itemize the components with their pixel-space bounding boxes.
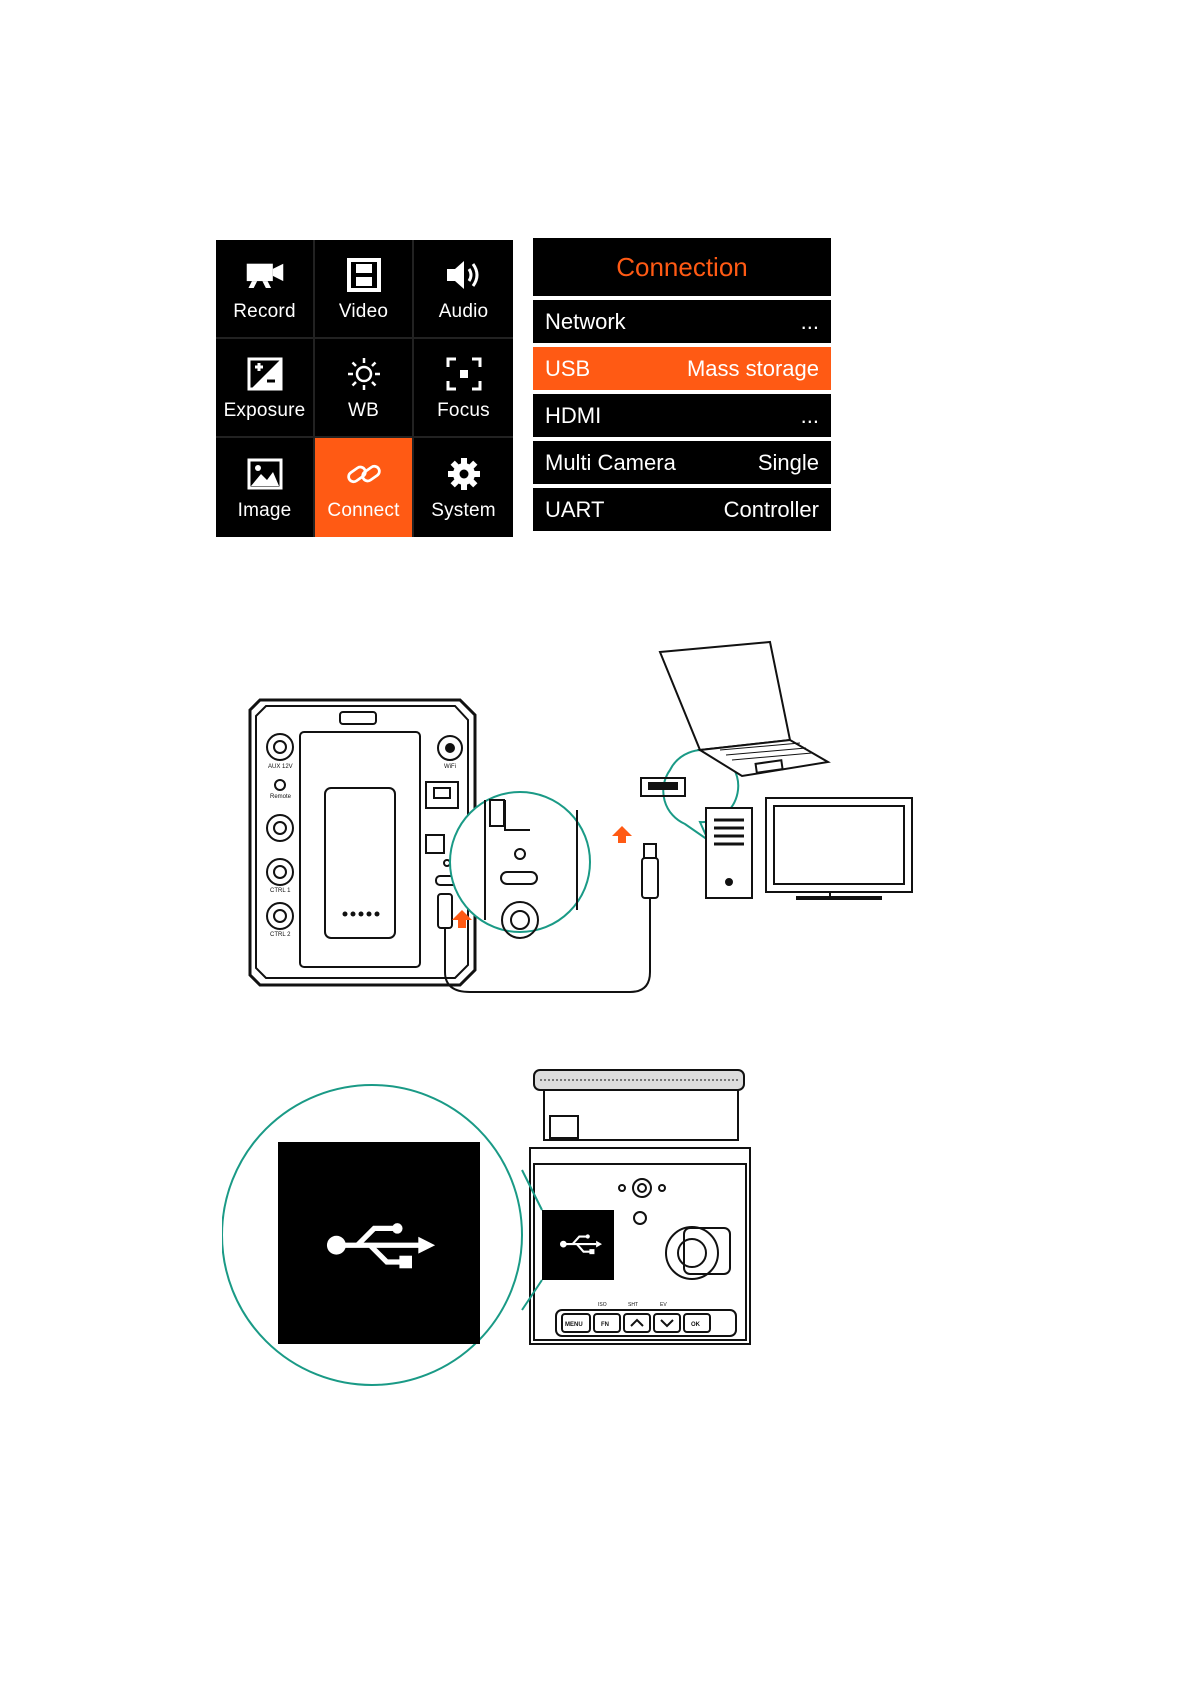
fn-button-label: FN: [601, 1322, 609, 1328]
iso-caption: ISO: [598, 1302, 607, 1308]
sht-caption: SHT: [628, 1302, 638, 1308]
row-value: ...: [801, 403, 819, 429]
exposure-compensation-icon: [245, 354, 285, 394]
menu-item-label: Audio: [439, 301, 489, 323]
menu-item-label: WB: [348, 400, 379, 422]
focus-frame-icon: [444, 354, 484, 394]
row-value: ...: [801, 309, 819, 335]
film-icon: [344, 255, 384, 295]
row-label: Multi Camera: [545, 450, 676, 476]
plug-direction-arrow-icon: [612, 826, 632, 843]
row-value: Controller: [724, 497, 819, 523]
port-label-wifi: WiFi: [444, 764, 456, 770]
connection-row-network[interactable]: Network ...: [533, 300, 831, 343]
usb-indicator-callout: [222, 1085, 542, 1385]
sun-icon: [344, 354, 384, 394]
row-value: Single: [758, 450, 819, 476]
row-label: UART: [545, 497, 605, 523]
row-label: USB: [545, 356, 590, 382]
video-camera-icon: [245, 255, 285, 295]
menu-item-label: Image: [238, 500, 292, 522]
camera-dots: [343, 912, 380, 917]
connection-title: Connection: [533, 238, 831, 296]
speaker-icon: [444, 255, 484, 295]
camera-main-menu: Record Video Audio Exposure WB Focus I: [216, 240, 513, 537]
row-label: HDMI: [545, 403, 601, 429]
connection-row-multi-camera[interactable]: Multi Camera Single: [533, 441, 831, 484]
menu-item-label: Connect: [327, 500, 399, 522]
usb-indicator-small: [542, 1210, 614, 1280]
port-label-ctrl2: CTRL 2: [270, 932, 291, 938]
menu-item-image[interactable]: Image: [216, 438, 315, 537]
monitor-icon: [766, 798, 912, 898]
up-button: [624, 1314, 650, 1332]
menu-item-focus[interactable]: Focus: [414, 339, 513, 438]
camera-buttons: [556, 1310, 736, 1336]
usb-a-cable: [612, 826, 658, 898]
menu-item-label: Video: [339, 301, 388, 323]
down-button: [654, 1314, 680, 1332]
picture-icon: [245, 454, 285, 494]
menu-item-connect[interactable]: Connect: [315, 438, 414, 537]
port-label-ctrl1: CTRL 1: [270, 888, 291, 894]
menu-item-exposure[interactable]: Exposure: [216, 339, 315, 438]
camera-body-side: [530, 1070, 750, 1344]
connection-row-usb[interactable]: USB Mass storage: [533, 347, 831, 390]
menu-item-system[interactable]: System: [414, 438, 513, 537]
row-label: Network: [545, 309, 626, 335]
menu-button-label: MENU: [565, 1322, 583, 1328]
menu-item-audio[interactable]: Audio: [414, 240, 513, 339]
gear-icon: [444, 454, 484, 494]
connection-row-hdmi[interactable]: HDMI ...: [533, 394, 831, 437]
menu-item-wb[interactable]: WB: [315, 339, 414, 438]
menu-item-label: Exposure: [224, 400, 306, 422]
desktop-tower-icon: [706, 808, 752, 898]
ev-caption: EV: [660, 1302, 667, 1308]
port-label-remote: Remote: [270, 794, 292, 800]
menu-item-label: System: [431, 500, 496, 522]
connection-menu: Connection Network ... USB Mass storage …: [533, 238, 831, 538]
connection-row-uart[interactable]: UART Controller: [533, 488, 831, 531]
row-value: Mass storage: [687, 356, 819, 382]
ok-button-label: OK: [691, 1322, 701, 1328]
menu-item-label: Focus: [437, 400, 490, 422]
usb-connection-diagram: AUX 12V Remote CTRL 1 CTRL 2 WiFi: [230, 640, 990, 1020]
menu-item-video[interactable]: Video: [315, 240, 414, 339]
port-label-aux: AUX 12V: [268, 764, 293, 770]
usb-port-callout: [450, 792, 590, 938]
menu-item-record[interactable]: Record: [216, 240, 315, 339]
link-icon: [344, 454, 384, 494]
usb-indicator-diagram: MENU FN OK ISO SHT EV: [222, 1060, 762, 1390]
menu-item-label: Record: [233, 301, 295, 323]
